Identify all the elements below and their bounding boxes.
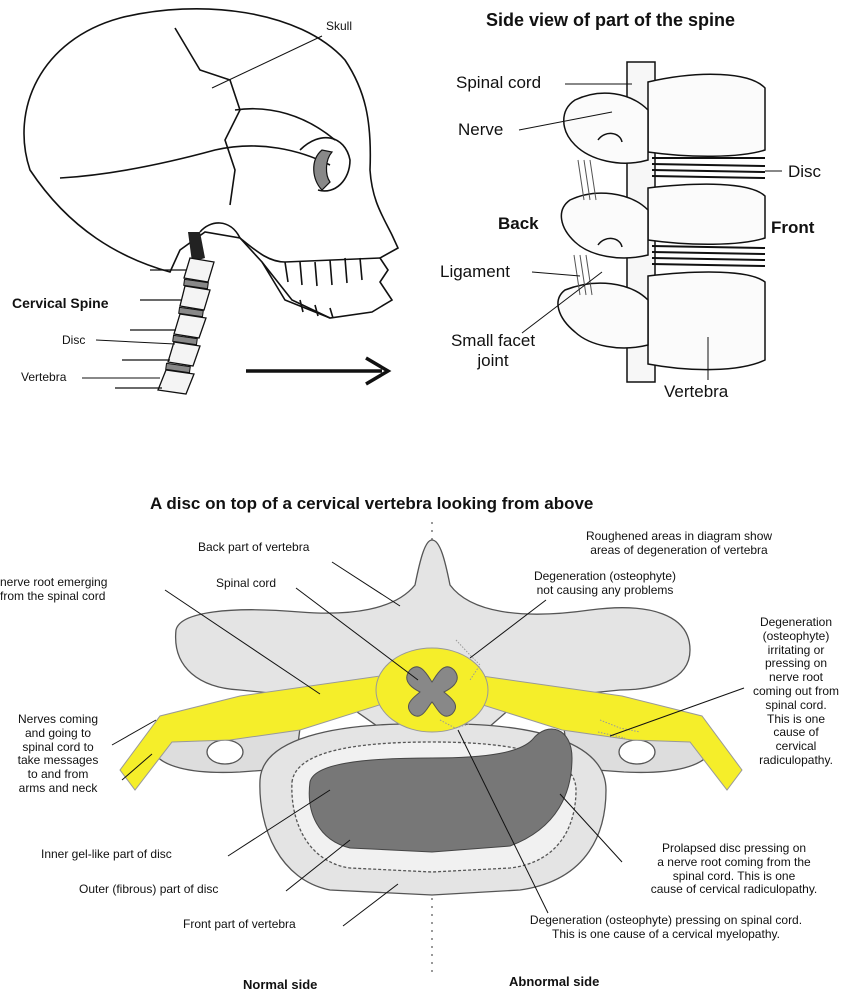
cervical-disc-label: Disc bbox=[62, 334, 85, 348]
ligament-label: Ligament bbox=[440, 262, 510, 282]
top-view-title: A disc on top of a cervical vertebra loo… bbox=[150, 494, 593, 514]
cervical-vertebrae bbox=[115, 258, 214, 394]
osteophyte-irritating-label: Degeneration (osteophyte) irritating or … bbox=[732, 616, 860, 768]
skull-label: Skull bbox=[326, 20, 352, 34]
ear-canal-shape bbox=[314, 150, 332, 190]
front-part-label: Front part of vertebra bbox=[183, 918, 296, 932]
cervical-vertebra-label: Vertebra bbox=[21, 371, 66, 385]
spinal-cord-top-label: Spinal cord bbox=[216, 577, 276, 591]
back-part-label: Back part of vertebra bbox=[198, 541, 309, 555]
small-facet-joint-label: Small facet joint bbox=[434, 331, 552, 370]
normal-side-label: Normal side bbox=[243, 978, 317, 993]
prolapsed-disc-label: Prolapsed disc pressing on a nerve root … bbox=[616, 842, 852, 897]
side-view-title: Side view of part of the spine bbox=[486, 10, 735, 31]
osteophyte-no-problem-label: Degeneration (osteophyte) not causing an… bbox=[500, 570, 710, 598]
abnormal-side-label: Abnormal side bbox=[509, 975, 599, 990]
disc-label: Disc bbox=[788, 162, 821, 182]
inner-gel-label: Inner gel-like part of disc bbox=[41, 848, 172, 862]
nerve-label: Nerve bbox=[458, 120, 503, 140]
roughened-note: Roughened areas in diagram show areas of… bbox=[540, 530, 818, 558]
back-label: Back bbox=[498, 214, 539, 234]
cervical-spine-label: Cervical Spine bbox=[12, 295, 109, 311]
osteophyte-spinal-cord-label: Degeneration (osteophyte) pressing on sp… bbox=[470, 914, 862, 942]
outer-fibrous-label: Outer (fibrous) part of disc bbox=[79, 883, 218, 897]
nerve-root-emerging-label: nerve root emerging from the spinal cord bbox=[0, 576, 107, 604]
arrow-to-side-view bbox=[246, 358, 388, 384]
spinal-cord-label: Spinal cord bbox=[456, 73, 541, 93]
side-vertebra-label: Vertebra bbox=[664, 382, 728, 402]
spine-side-illustration bbox=[558, 62, 765, 382]
nerves-coming-label: Nerves coming and going to spinal cord t… bbox=[0, 713, 116, 796]
front-label: Front bbox=[771, 218, 814, 238]
